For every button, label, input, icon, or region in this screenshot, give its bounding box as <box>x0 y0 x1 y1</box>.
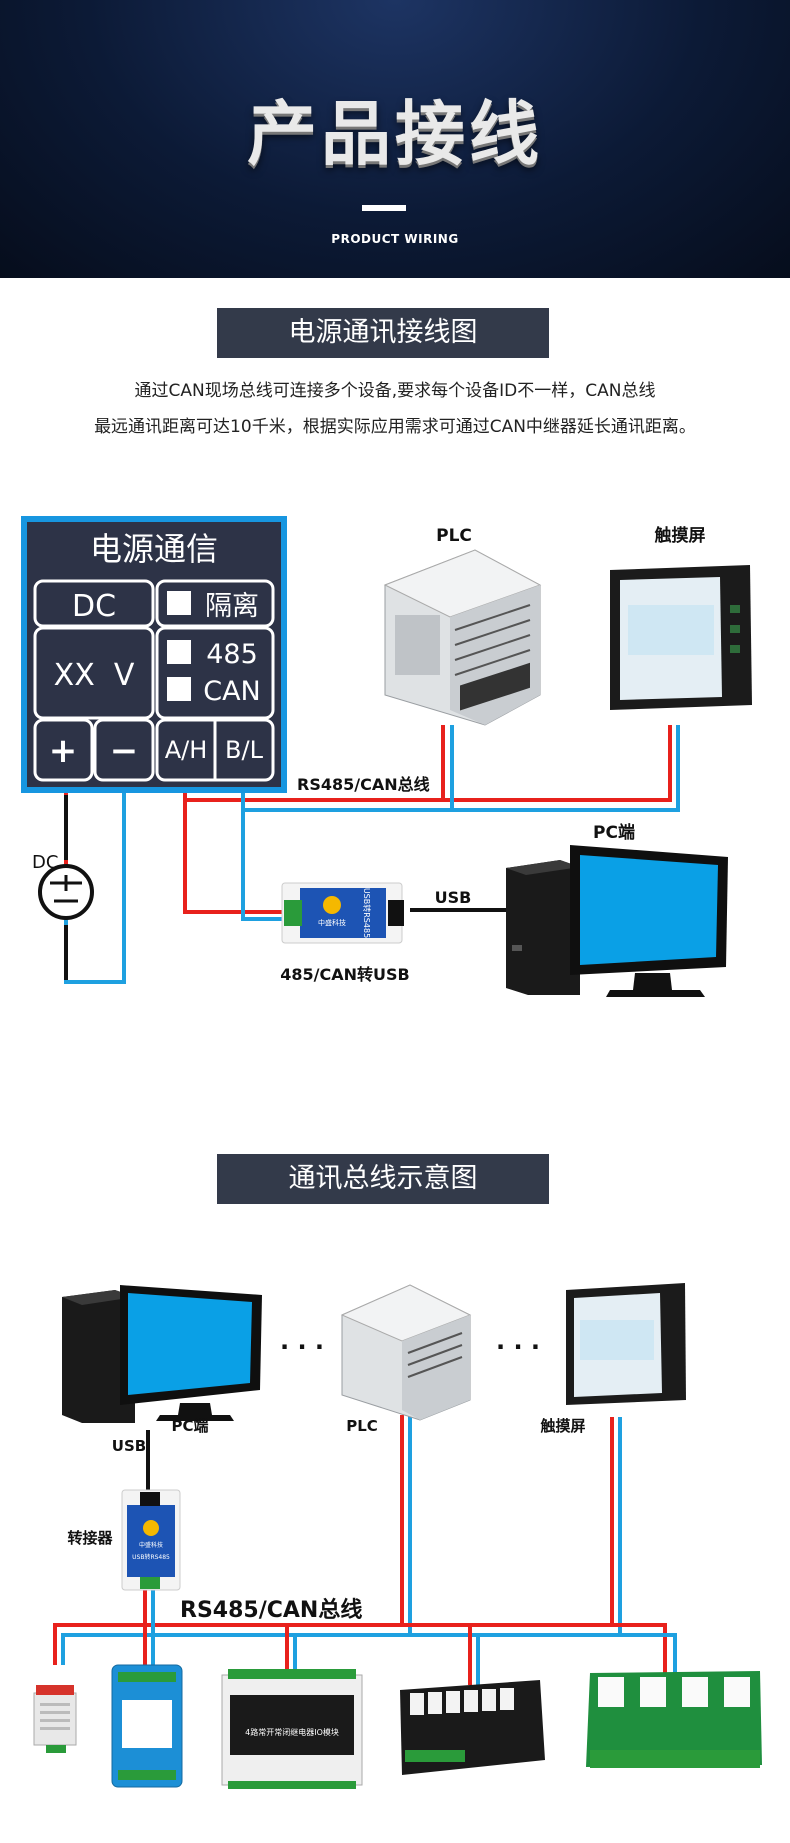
plc-device-2: PLC <box>340 1284 472 1435</box>
dc-source-symbol: DC <box>32 852 94 920</box>
power-comm-panel: 电源通信 DC 隔离 XX V 485 CAN + − A/H B/L <box>21 516 287 793</box>
io-module-blue <box>111 1664 183 1788</box>
panel-plus: + <box>49 731 78 771</box>
section1-title: 电源通讯接线图 <box>217 308 549 358</box>
converter-text-2: USB转RS485 <box>132 1553 170 1561</box>
section2-title: 通讯总线示意图 <box>217 1154 549 1204</box>
relay-board-large <box>586 1671 762 1768</box>
pc-label-2: PC端 <box>171 1417 208 1435</box>
usb-label-1: USB <box>435 888 472 907</box>
plc-label-2: PLC <box>346 1417 378 1435</box>
touch-label: 触摸屏 <box>654 525 706 546</box>
dots-2: · · · <box>496 1333 540 1361</box>
hero-title: 产品接线 <box>247 93 543 175</box>
hero-subtitle: PRODUCT WIRING <box>331 232 459 246</box>
touch-screen-device-2: 触摸屏 <box>540 1283 686 1435</box>
converter-label-1: 485/CAN转USB <box>280 965 409 984</box>
panel-minus: − <box>110 731 139 771</box>
converter-device-2: 中盛科技 USB转RS485 转接器 <box>67 1489 181 1591</box>
dc-label: DC <box>32 852 58 873</box>
relay-board-8ch <box>400 1680 545 1775</box>
can-checkbox <box>167 677 191 701</box>
panel-title: 电源通信 <box>90 530 218 568</box>
plc-label: PLC <box>436 526 472 546</box>
section1-desc-line1: 通过CAN现场总线可连接多个设备,要求每个设备ID不一样，CAN总线 <box>134 381 656 401</box>
panel-a-h: A/H <box>165 736 208 764</box>
hero-divider <box>362 205 406 211</box>
touch-label-2: 触摸屏 <box>540 1417 585 1435</box>
converter-blue-wire <box>241 810 288 921</box>
main-bus-red <box>53 1623 667 1685</box>
bus-blue-wire <box>241 725 680 812</box>
panel-voltage: XX V <box>54 658 135 693</box>
converter-brand-1: 中盛科技 <box>318 918 346 927</box>
pc-device-2: PC端 USB <box>62 1285 262 1455</box>
wiring-diagram: 电源通信 DC 隔离 XX V 485 CAN + − A/H B/L DC P… <box>21 516 752 997</box>
usb-rs485-converter: 中盛科技 USB转RS485 485/CAN转USB <box>280 882 410 984</box>
bus-label-1: RS485/CAN总线 <box>297 775 430 794</box>
converter-text-1: USB转RS485 <box>362 888 372 938</box>
usb-label-2: USB <box>112 1437 146 1455</box>
pc-label-1: PC端 <box>593 822 635 843</box>
panel-dc: DC <box>72 589 116 624</box>
temperature-sensor-module <box>33 1685 77 1753</box>
relay-io-module: 4路常开常闭继电器IO模块 <box>221 1669 363 1789</box>
hero-banner: 产品接线 PRODUCT WIRING <box>0 0 790 278</box>
panel-isolation: 隔离 <box>205 591 259 622</box>
panel-485: 485 <box>206 639 258 670</box>
panel-can: CAN <box>203 676 261 707</box>
module-text: 4路常开常闭继电器IO模块 <box>245 1727 339 1737</box>
bus-label-2: RS485/CAN总线 <box>180 1597 362 1623</box>
485-checkbox <box>167 640 191 664</box>
pc-device-1: PC端 <box>506 822 728 997</box>
converter-label-2: 转接器 <box>67 1529 113 1547</box>
converter-brand-2: 中盛科技 <box>139 1541 163 1549</box>
touch-screen-device-1: 触摸屏 <box>610 525 752 710</box>
dots-1: · · · <box>280 1333 324 1361</box>
plc-device-1: PLC <box>383 526 542 726</box>
main-bus-blue <box>61 1633 677 1685</box>
converter-red-wire <box>183 800 288 914</box>
bus-diagram: PC端 USB · · · · · · PLC 触摸屏 中盛科技 USB转RS4… <box>33 1283 762 1789</box>
isolation-checkbox <box>167 591 191 615</box>
panel-b-l: B/L <box>225 736 264 764</box>
section1-desc-line2: 最远通讯距离可达10千米，根据实际应用需求可通过CAN中继器延长通讯距离。 <box>94 417 696 437</box>
